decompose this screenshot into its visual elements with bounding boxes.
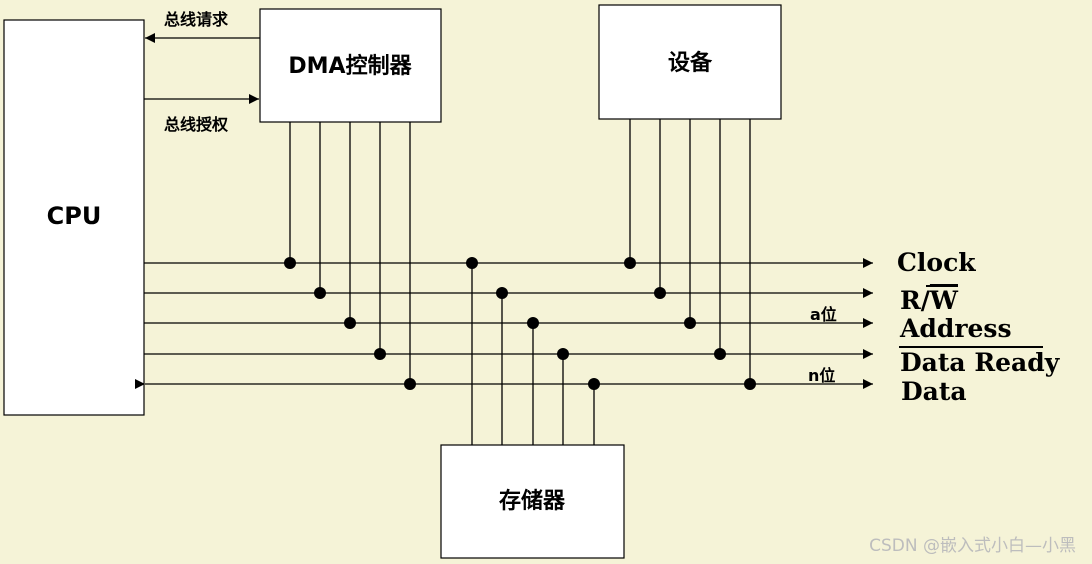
write-overlined: W: [929, 286, 959, 315]
junction-dot: [588, 378, 600, 390]
bus-grant-label: 总线授权: [164, 115, 229, 134]
address-signal-label: Address: [899, 314, 1012, 343]
data-width-label: n位: [808, 366, 835, 385]
junction-dot: [374, 348, 386, 360]
address-width-label: a位: [810, 305, 837, 324]
junction-dot: [654, 287, 666, 299]
junction-dot: [684, 317, 696, 329]
memory-label: 存储器: [499, 488, 566, 514]
junction-dot: [527, 317, 539, 329]
junction-dot: [344, 317, 356, 329]
cpu-block: [3, 19, 145, 416]
junction-dots: [284, 257, 756, 390]
junction-dot: [284, 257, 296, 269]
junction-dot: [557, 348, 569, 360]
cpu-label: CPU: [47, 202, 102, 230]
junction-dot: [714, 348, 726, 360]
clock-signal-label: Clock: [897, 248, 976, 277]
junction-dot: [744, 378, 756, 390]
dma-controller-block: [259, 8, 442, 123]
data-signal-label: Data: [901, 377, 967, 406]
dma-bus-taps: [289, 122, 411, 384]
rw-signal-label: R/W: [900, 286, 959, 315]
memory-bus-taps: [471, 263, 595, 445]
junction-dot: [496, 287, 508, 299]
junction-dot: [624, 257, 636, 269]
junction-dot: [466, 257, 478, 269]
junction-dot: [404, 378, 416, 390]
csdn-watermark: CSDN @嵌入式小白—小黑: [869, 536, 1076, 556]
device-block: [598, 4, 782, 120]
device-bus-taps: [629, 119, 751, 384]
data-ready-signal-label: Data Ready: [900, 348, 1061, 377]
memory-block: [440, 444, 625, 559]
dma-controller-label: DMA控制器: [288, 53, 412, 79]
junction-dot: [314, 287, 326, 299]
device-label: 设备: [668, 50, 713, 76]
bus-request-label: 总线请求: [164, 10, 229, 29]
